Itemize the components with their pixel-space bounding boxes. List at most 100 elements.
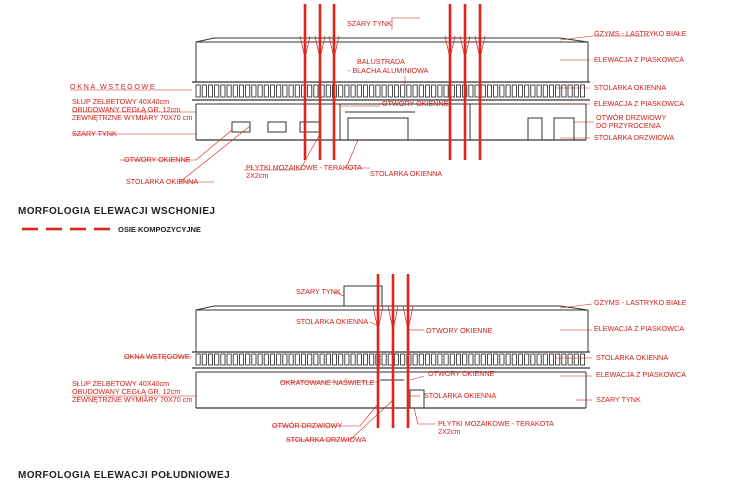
ribbon-window-pane [350,353,356,366]
ribbon-window-pane [245,84,251,98]
south-ribbon-windows [195,353,586,366]
ribbon-window-pane [319,353,325,366]
ribbon-window-pane [232,353,238,366]
ribbon-window-pane [524,353,530,366]
ribbon-window-pane [325,353,331,366]
ribbon-window-pane [356,353,362,366]
ribbon-window-pane [449,353,455,366]
label-s-stolarka-okienna-mid: STOLARKA OKIENNA [424,391,496,400]
ribbon-window-pane [214,84,220,98]
ribbon-window-pane [400,353,406,366]
ribbon-window-pane [362,353,368,366]
label-slup-2: OBUDOWANY CEGŁĄ GR. 12cm [72,105,180,114]
ribbon-window-pane [486,353,492,366]
ribbon-window-pane [549,84,555,98]
ribbon-window-pane [207,353,213,366]
ribbon-window-pane [393,84,399,98]
ribbon-window-pane [455,353,461,366]
south-leader-lines [72,291,593,441]
ribbon-window-pane [294,84,300,98]
ribbon-window-pane [573,84,579,98]
label-plytki-1: PŁYTKI MOZAIKOWE - TERAKOTA [246,163,362,172]
ribbon-window-pane [418,84,424,98]
label-balustrada-2: - BLACHA ALUMINIOWA [348,66,429,75]
label-s-otwory-okienne-top: OTWORY OKIENNE [426,326,493,335]
ribbon-window-pane [480,84,486,98]
ribbon-window-pane [226,84,232,98]
ribbon-window-pane [412,84,418,98]
ribbon-window-pane [573,353,579,366]
ribbon-window-pane [561,353,567,366]
ribbon-window-pane [300,353,306,366]
ribbon-window-pane [362,84,368,98]
east-axis-chevrons [299,35,486,59]
ribbon-window-pane [245,353,251,366]
ribbon-window-pane [238,353,244,366]
ribbon-window-pane [536,84,542,98]
ribbon-window-pane [195,84,201,98]
ribbon-window-pane [505,353,511,366]
ribbon-window-pane [257,84,263,98]
ribbon-window-pane [443,353,449,366]
ribbon-window-pane [207,84,213,98]
ribbon-window-pane [555,353,561,366]
ribbon-window-pane [455,84,461,98]
ribbon-window-pane [524,84,530,98]
ribbon-window-pane [214,353,220,366]
ribbon-window-pane [257,353,263,366]
ribbon-window-pane [443,84,449,98]
south-elevation: SZARY TYNK GZYMS - LASTRYKO BIAŁE STOLAR… [18,274,687,480]
ribbon-window-pane [530,84,536,98]
label-s-elewacja-piaskowca-2: ELEWACJA Z PIASKOWCA [596,370,686,379]
label-s-stolarka-drzwiowa: STOLARKA DRZWIOWA [286,435,366,444]
ribbon-window-pane [338,353,344,366]
ribbon-window-pane [511,353,517,366]
ribbon-window-pane [511,84,517,98]
ribbon-window-pane [282,84,288,98]
south-building-outline [192,285,590,409]
label-otwory-okienne-low: OTWORY OKIENNE [124,155,191,164]
ribbon-window-pane [226,353,232,366]
ribbon-window-pane [269,353,275,366]
ribbon-window-pane [580,84,586,98]
ribbon-window-pane [344,84,350,98]
label-s-otwor-drzwiowy: OTWÓR DRZWIOWY [272,421,342,430]
label-stolarka-okienna-low: STOLARKA OKIENNA [370,169,442,178]
ribbon-window-pane [251,353,257,366]
ribbon-window-pane [412,353,418,366]
east-elevation: SZARY TYNK BALUSTRADA - BLACHA ALUMINIOW… [18,4,687,217]
label-s-elewacja-piaskowca-1: ELEWACJA Z PIASKOWCA [594,324,684,333]
ribbon-window-pane [350,84,356,98]
label-slup-3: ZEWNĘTRZNE WYMIARY 70X70 cm [72,113,192,122]
ribbon-window-pane [307,353,313,366]
ribbon-window-pane [549,353,555,366]
ribbon-window-pane [369,84,375,98]
ribbon-window-pane [530,353,536,366]
ribbon-window-pane [480,353,486,366]
ribbon-window-pane [288,353,294,366]
ribbon-window-pane [474,84,480,98]
label-s-szary-tynk-top: SZARY TYNK [296,287,341,296]
label-s-stolarka-okienna-top: STOLARKA OKIENNA [296,317,368,326]
label-s-szary-tynk-right: SZARY TYNK [596,395,641,404]
east-labels: SZARY TYNK BALUSTRADA - BLACHA ALUMINIOW… [70,19,687,186]
ribbon-window-pane [468,353,474,366]
label-s-okna-wstegowe: OKNA WSTĘGOWE [124,352,190,361]
ribbon-window-pane [493,84,499,98]
ribbon-window-pane [263,84,269,98]
label-elewacja-piaskowca-2: ELEWACJA Z PIASKOWCA [594,99,684,108]
label-s-plytki-2: 2X2cm [438,427,460,436]
ribbon-window-pane [381,84,387,98]
east-ribbon-windows [195,84,586,98]
label-szary-tynk-top: SZARY TYNK [347,19,392,28]
label-s-kratowane: OKRATOWANE NAŚWIETLE [280,378,375,387]
ribbon-window-pane [356,84,362,98]
label-szary-tynk-left: SZARY TYNK [72,129,117,138]
east-composition-axes [303,4,482,160]
ribbon-window-pane [282,353,288,366]
label-s-slup-2: OBUDOWANY CEGŁĄ GR. 12cm [72,387,180,396]
ribbon-window-pane [406,84,412,98]
ribbon-window-pane [505,84,511,98]
ribbon-window-pane [561,84,567,98]
